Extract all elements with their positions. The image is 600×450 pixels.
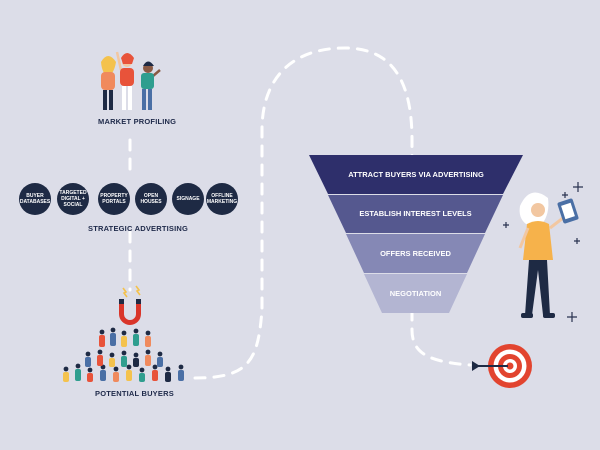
sparkle-icon — [503, 182, 583, 322]
funnel-stage-4 — [364, 274, 467, 313]
market-profiling-label: MARKET PROFILING — [98, 117, 177, 126]
woman-clipboard-icon — [518, 192, 579, 318]
channel-signage: SIGNAGE — [172, 183, 204, 215]
channel-targeted-digital-social: TARGETED DIGITAL + SOCIAL — [57, 183, 89, 215]
funnel-stage-1 — [309, 155, 523, 194]
funnel-label-interest: ESTABLISH INTEREST LEVELS — [359, 209, 472, 218]
strategic-advertising-label: STRATEGIC ADVERTISING — [88, 224, 189, 233]
magnet-icon — [119, 285, 141, 325]
people-icon — [101, 51, 161, 110]
channel-offline-marketing: OFFLINE MARKETING — [206, 183, 238, 215]
funnel-stage-2 — [328, 195, 503, 233]
channel-buyer-databases: BUYER DATABASES — [19, 183, 51, 215]
funnel-label-offers: OFFERS RECEIVED — [380, 249, 451, 258]
journey-path — [128, 46, 472, 380]
funnel-stage-3 — [346, 234, 485, 273]
funnel-label-negotiation: NEGOTIATION — [389, 289, 442, 298]
channel-property-portals: PROPERTY PORTALS — [98, 183, 130, 215]
crowd-icon — [63, 327, 184, 382]
channel-open-houses: OPEN HOUSES — [135, 183, 167, 215]
potential-buyers-label: POTENTIAL BUYERS — [95, 389, 174, 398]
target-icon — [472, 344, 532, 388]
funnel-label-attract: ATTRACT BUYERS VIA ADVERTISING — [348, 170, 484, 179]
funnel — [309, 155, 523, 313]
